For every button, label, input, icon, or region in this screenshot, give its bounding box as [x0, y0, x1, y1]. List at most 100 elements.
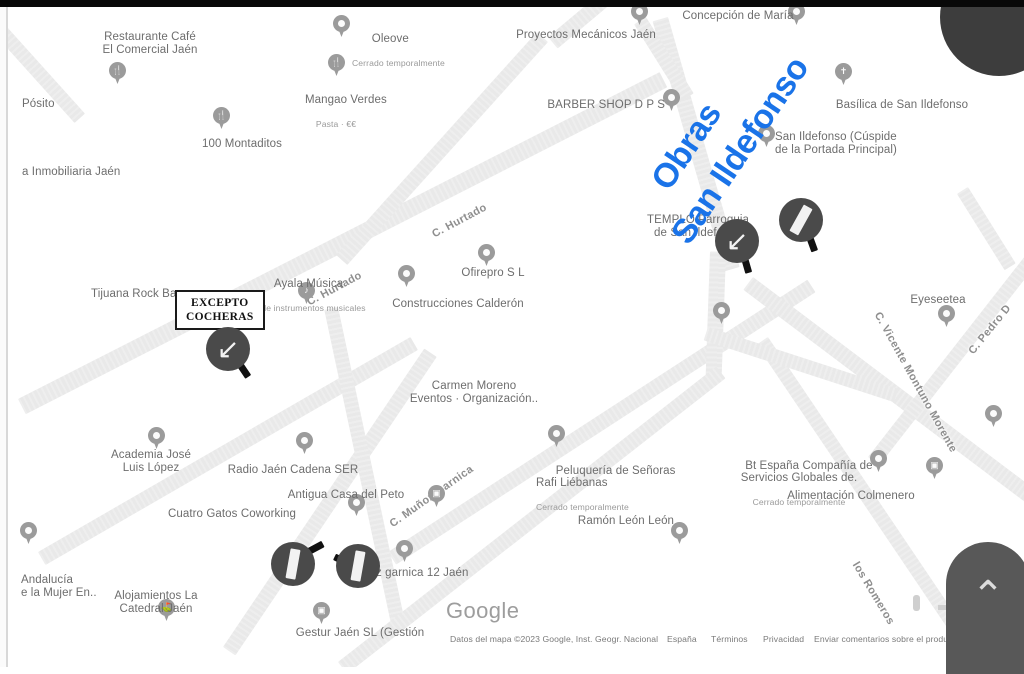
- shop-icon: ▣: [317, 605, 326, 615]
- poi-label[interactable]: BARBER SHOP D P S: [547, 99, 665, 111]
- poi-title: Ayala Música: [273, 277, 344, 290]
- map-pin[interactable]: [663, 89, 680, 112]
- no-entry-sign-3: [333, 544, 380, 588]
- map-pin[interactable]: [671, 522, 688, 545]
- poi-label[interactable]: Alojamientos La Catedral Jaén: [114, 590, 198, 615]
- map-pin[interactable]: 🍴: [328, 54, 345, 77]
- poi-label[interactable]: Basílica de San Ildefonso: [835, 99, 969, 111]
- chevron-up-icon: ⌃: [971, 574, 1005, 618]
- top-black-bar: [0, 0, 1024, 7]
- map-pin[interactable]: [938, 305, 955, 328]
- map-pin[interactable]: [396, 540, 413, 563]
- poi-subtitle: Cerrado temporalmente: [752, 497, 846, 507]
- shop-icon: ▣: [432, 488, 441, 498]
- poi-label[interactable]: Eyeseetea: [910, 294, 966, 306]
- poi-subtitle: Cerrado temporalmente: [536, 502, 629, 512]
- map-pin[interactable]: ⛳: [158, 599, 175, 622]
- left-gutter: [0, 7, 6, 667]
- map-pin[interactable]: [758, 125, 775, 148]
- poi-title: Bt España Compañía de Servicios Globales…: [740, 459, 873, 485]
- arrow-left-down-icon: ↙: [725, 226, 749, 256]
- map-pin[interactable]: [985, 405, 1002, 428]
- poi-label[interactable]: San Ildefonso (Cúspide de la Portada Pri…: [775, 131, 897, 156]
- poi-label[interactable]: Concepción de María: [682, 10, 794, 22]
- excepto-cocheras-line2: COCHERAS: [186, 311, 254, 323]
- street-label-los-romeros: los Romeros: [849, 559, 897, 627]
- map-pin[interactable]: ♪: [298, 282, 315, 305]
- restaurant-icon: 🍴: [215, 110, 228, 120]
- map-pin[interactable]: 🍴: [109, 62, 126, 85]
- map-pin[interactable]: [870, 450, 887, 473]
- poi-label[interactable]: Proyectos Mecánicos Jaén: [516, 29, 656, 41]
- poi-label[interactable]: Academia José Luis López: [111, 449, 191, 474]
- poi-label[interactable]: Tijuana Rock Bar: [91, 288, 181, 300]
- restaurant-icon: 🍴: [330, 57, 343, 67]
- poi-label[interactable]: Carmen Moreno Eventos · Organización..: [409, 380, 539, 405]
- map-pin[interactable]: [478, 244, 495, 267]
- arrow-left-down-sign-2: ↙: [715, 219, 759, 274]
- poi-label[interactable]: Construcciones Calderón: [392, 298, 524, 310]
- no-entry-sign-1: [779, 198, 823, 253]
- footer-link-terminos[interactable]: Términos: [711, 634, 748, 644]
- map-pin[interactable]: [398, 265, 415, 288]
- map-pin[interactable]: 🍴: [213, 107, 230, 130]
- poi-label[interactable]: Pósito: [22, 98, 55, 110]
- poi-label[interactable]: Mangao Verdes Pasta · €€: [285, 81, 387, 154]
- left-border-line: [6, 7, 8, 667]
- shop-icon: ▣: [930, 460, 939, 470]
- arrow-left-down-icon: ↙: [216, 334, 240, 364]
- map-pin[interactable]: ▣: [926, 457, 943, 480]
- poi-label[interactable]: Bt España Compañía de Servicios Globales…: [725, 447, 873, 532]
- map-attribution: Datos del mapa ©2023 Google, Inst. Geogr…: [450, 634, 658, 644]
- map-pin[interactable]: [631, 7, 648, 26]
- poi-label[interactable]: Restaurante Café El Comercial Jaén: [102, 31, 198, 56]
- poi-label[interactable]: Alimentación Colmenero: [787, 490, 915, 502]
- poi-subtitle: Cerrado temporalmente: [352, 57, 445, 68]
- map-pin[interactable]: [788, 7, 805, 26]
- poi-label[interactable]: a Inmobiliaria Jaén: [22, 166, 121, 178]
- poi-label[interactable]: 100 Montaditos: [201, 138, 283, 150]
- road-segment: [956, 187, 1016, 271]
- map-pin[interactable]: ▣: [428, 485, 445, 508]
- excepto-cocheras-line1: EXCEPTO: [191, 297, 249, 309]
- poi-title: Mangao Verdes: [304, 93, 387, 106]
- street-label-hurtado-2: C. Hurtado: [430, 201, 490, 241]
- footer-link-espana[interactable]: España: [667, 634, 697, 644]
- poi-label[interactable]: Ofirepro S L: [461, 267, 525, 279]
- map-pin[interactable]: [713, 302, 730, 325]
- footer-link-privacidad[interactable]: Privacidad: [763, 634, 805, 644]
- sign-disc: [715, 219, 759, 263]
- poi-title: Peluquería de Señoras Rafi Liébanas: [536, 464, 676, 490]
- poi-label[interactable]: Radio Jaén Cadena SER: [227, 464, 359, 476]
- map-pin[interactable]: ▣: [313, 602, 330, 625]
- poi-title: Oleove: [371, 32, 409, 45]
- poi-subtitle: Pasta · €€: [315, 118, 357, 129]
- poi-label[interactable]: Cuatro Gatos Coworking: [167, 508, 297, 520]
- map-pin[interactable]: [348, 494, 365, 517]
- map-pin[interactable]: [333, 15, 350, 38]
- sign-disc: [206, 327, 250, 371]
- map-pin[interactable]: [20, 522, 37, 545]
- map-pin[interactable]: [296, 432, 313, 455]
- footer-link-feedback[interactable]: Enviar comentarios sobre el producto: [814, 634, 960, 644]
- poi-label[interactable]: Peluquería de Señoras Rafi Liébanas Cerr…: [536, 452, 676, 537]
- map-pin[interactable]: [148, 427, 165, 450]
- bottom-right-dark-panel[interactable]: ⌃: [946, 542, 1024, 674]
- hotel-icon: ⛳: [160, 602, 173, 612]
- poi-label[interactable]: Andalucía e la Mujer En..: [21, 574, 97, 599]
- map-pin[interactable]: ✝: [835, 63, 852, 86]
- arrow-left-down-sign: ↙: [206, 327, 252, 379]
- google-logo: Google: [446, 600, 519, 622]
- restaurant-icon: 🍴: [111, 65, 124, 75]
- attribution-text: Datos del mapa ©2023 Google, Inst. Geogr…: [450, 634, 659, 644]
- map-canvas[interactable]: C. Hurtado C. Hurtado C. Muñoz Garnica C…: [8, 7, 1024, 667]
- pegman-icon[interactable]: [913, 595, 920, 611]
- map-pin[interactable]: [548, 425, 565, 448]
- music-shop-icon: ♪: [304, 285, 309, 295]
- poi-label[interactable]: Oleove Cerrado temporalmente: [352, 20, 445, 93]
- poi-label[interactable]: Antigua Casa del Peto: [287, 489, 405, 501]
- poi-label[interactable]: Gestur Jaén SL (Gestión: [295, 627, 425, 639]
- poi-label[interactable]: Ramón León León: [577, 515, 675, 527]
- no-entry-sign-2: [271, 540, 325, 586]
